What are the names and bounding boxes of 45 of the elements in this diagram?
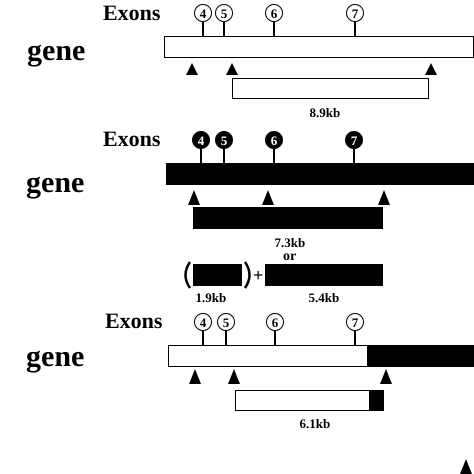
gene-bar (164, 36, 474, 58)
exon-marker: 7 (346, 4, 364, 22)
exon-marker: 7 (345, 131, 363, 149)
size-label: 8.9kb (310, 106, 340, 119)
exon-stem (200, 149, 202, 163)
fragment-bar (235, 390, 384, 411)
exon-stem (273, 149, 275, 163)
exon-stem (354, 331, 356, 345)
gene-bar (166, 163, 474, 185)
exon-stem (273, 22, 275, 36)
exon-stem (202, 22, 204, 36)
gene-name: gene (27, 36, 86, 66)
exon-marker: 4 (194, 313, 212, 331)
exon-marker: 6 (266, 313, 284, 331)
exon-stem (354, 22, 356, 36)
exons-label: Exons (105, 310, 162, 332)
gene-name: gene (26, 342, 84, 372)
fragment-bar (193, 207, 383, 229)
exon-stem (353, 149, 355, 163)
exon-marker: 5 (215, 4, 233, 22)
exon-marker: 4 (192, 131, 210, 149)
exon-stem (225, 331, 227, 345)
exon-stem (274, 331, 276, 345)
exon-marker: 4 (194, 4, 212, 22)
fragment-bar (232, 78, 429, 99)
fragment-bar (193, 264, 242, 286)
exon-stem (223, 149, 225, 163)
size-label: 6.1kb (300, 417, 330, 430)
exon-marker: 7 (346, 313, 364, 331)
size-label: 5.4kb (308, 291, 340, 304)
plus-sign: + (253, 266, 264, 284)
fragment-bar (265, 264, 383, 286)
size-label: 7.3kb (274, 236, 306, 249)
exons-label: Exons (103, 128, 160, 150)
exon-marker: 6 (265, 4, 283, 22)
conjunction-text: or (283, 250, 296, 264)
exon-marker: 6 (265, 131, 283, 149)
exon-marker: 5 (215, 131, 233, 149)
exon-stem (223, 22, 225, 36)
exons-label: Exons (103, 2, 160, 24)
gene-bar (168, 345, 474, 367)
exon-marker: 5 (217, 313, 235, 331)
gene-name: gene (26, 168, 84, 198)
exon-stem (202, 331, 204, 345)
size-label: 1.9kb (196, 291, 226, 304)
